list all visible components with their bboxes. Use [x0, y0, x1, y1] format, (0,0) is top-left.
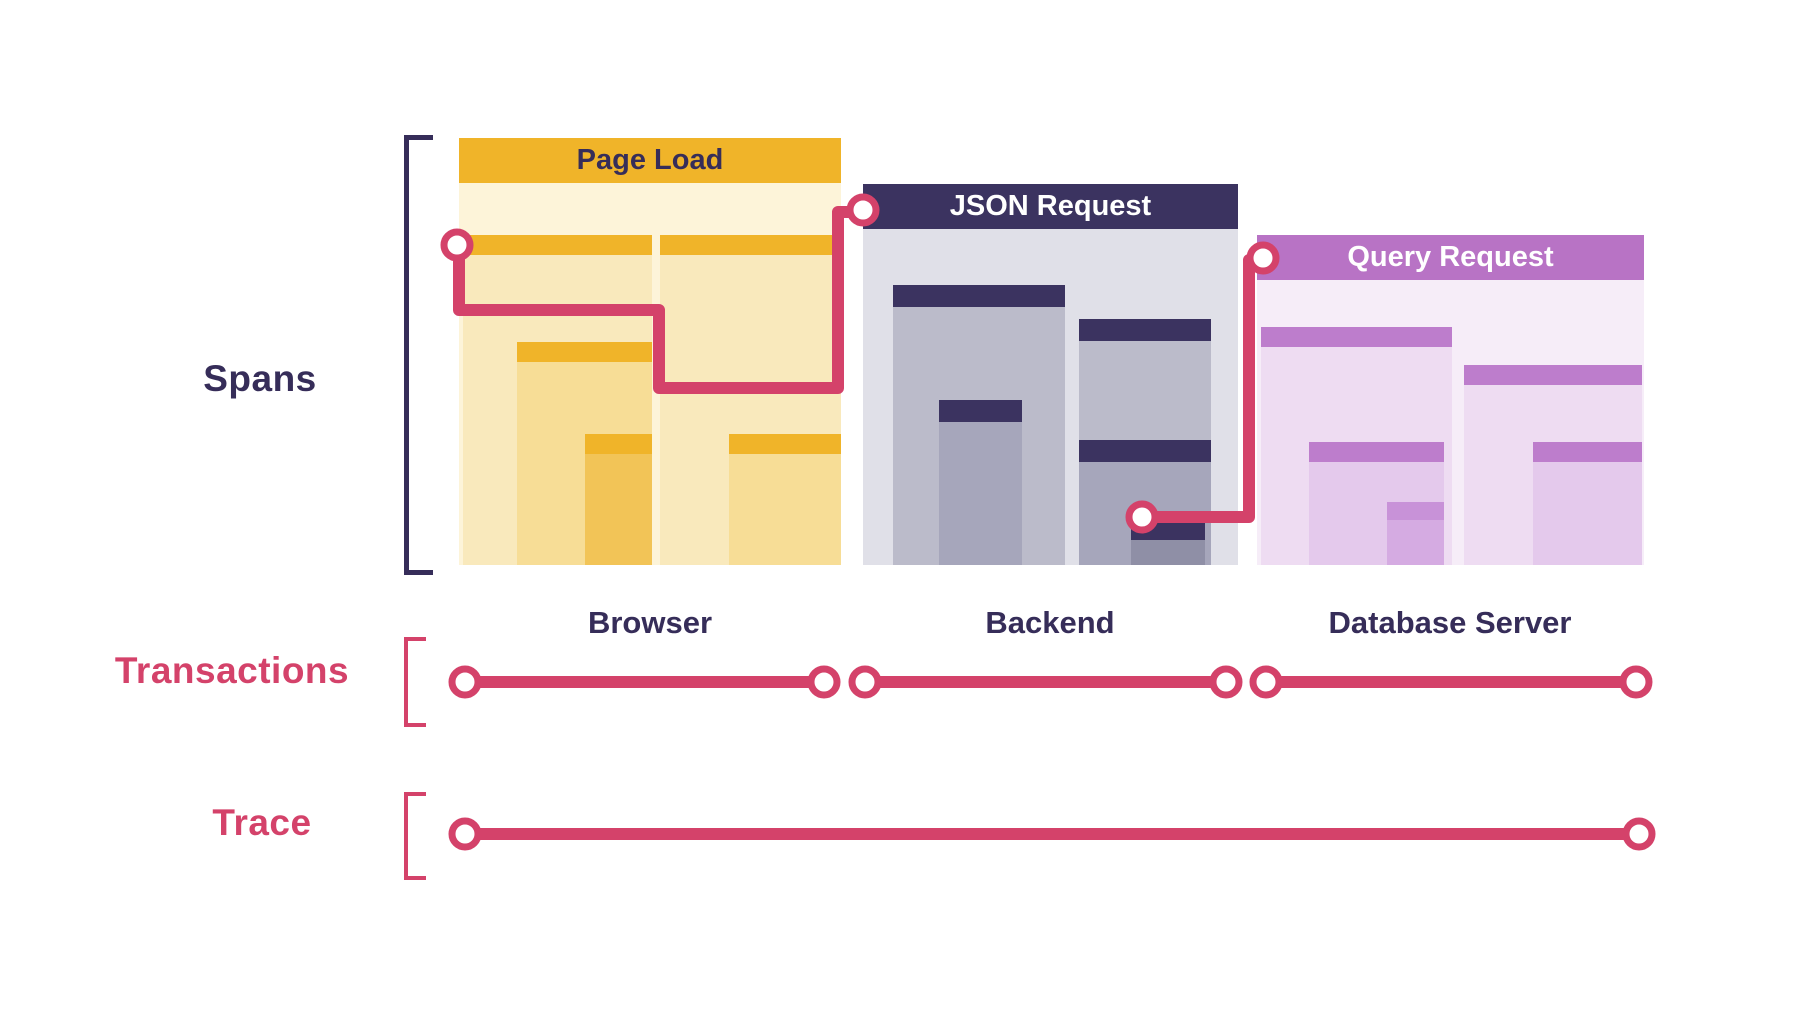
span-bar: [1387, 502, 1444, 520]
transaction-node: [807, 665, 841, 699]
span-bar: [1131, 522, 1205, 540]
span-bar: [1079, 319, 1211, 341]
json-request-panel: JSON Request: [863, 184, 1238, 565]
span-bar: [517, 342, 652, 362]
span-bar: [939, 400, 1022, 422]
database-server-caption: Database Server: [1328, 605, 1572, 640]
transactions-label: Transactions: [114, 650, 350, 691]
transaction-node: [448, 665, 482, 699]
transactions-bracket: [404, 637, 426, 727]
span-column: [729, 434, 841, 565]
span-column: [1533, 442, 1642, 565]
query-request-header: Query Request: [1257, 235, 1644, 280]
spans-bracket: [404, 135, 433, 575]
spans-label: Spans: [203, 358, 317, 399]
transaction-node: [1249, 665, 1283, 699]
backend-caption: Backend: [985, 605, 1115, 640]
trace-label: Trace: [212, 802, 312, 843]
span-bar: [1533, 442, 1642, 462]
trace-node: [448, 817, 482, 851]
span-bar: [463, 235, 652, 255]
span-bar: [585, 434, 652, 454]
transaction-node: [848, 665, 882, 699]
span-bar: [660, 235, 841, 255]
json-request-header: JSON Request: [863, 184, 1238, 229]
span-bar: [893, 285, 1065, 307]
page-load-header: Page Load: [459, 138, 841, 183]
transaction-node: [1209, 665, 1243, 699]
span-bar: [729, 434, 841, 454]
span-bar: [1079, 440, 1211, 462]
trace-bracket: [404, 792, 426, 880]
span-bar: [1309, 442, 1444, 462]
span-column: [585, 434, 652, 565]
transaction-node: [1619, 665, 1653, 699]
span-bar: [1261, 327, 1452, 347]
span-column: [939, 400, 1022, 565]
page-load-panel: Page Load: [459, 138, 841, 565]
browser-caption: Browser: [587, 605, 713, 640]
span-bar: [1464, 365, 1642, 385]
trace-node: [1622, 817, 1656, 851]
query-request-panel: Query Request: [1257, 235, 1644, 565]
